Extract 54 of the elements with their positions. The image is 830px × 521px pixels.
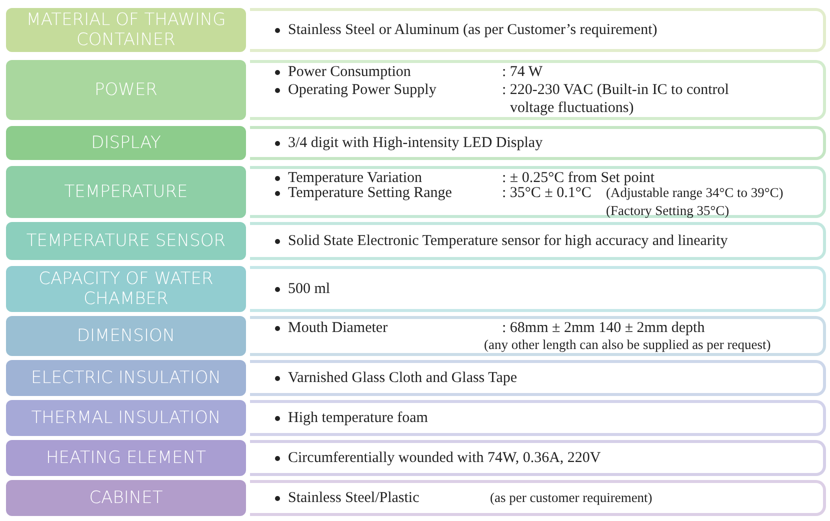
spec-text: 3/4 digit with High-intensity LED Display xyxy=(288,134,543,152)
spec-text: : ± 0.25°C from Set point xyxy=(502,169,655,187)
spec-text: Stainless Steel/Plastic xyxy=(288,489,420,507)
spec-text: Operating Power Supply xyxy=(288,81,436,99)
spec-text: (as per customer requirement) xyxy=(490,489,652,507)
row-header-text: HEATING ELEMENT xyxy=(46,448,206,468)
row-header-text: TEMPERATURE SENSOR xyxy=(26,231,226,251)
spec-text: : 68mm ± 2mm 140 ± 2mm depth xyxy=(502,319,705,337)
value-panel xyxy=(250,266,826,312)
value-panel xyxy=(250,480,826,516)
spec-text: High temperature foam xyxy=(288,409,428,427)
spec-text: (any other length can also be supplied as per request) xyxy=(484,336,771,354)
value-panel xyxy=(250,360,826,396)
row-header-band xyxy=(6,360,246,396)
spec-text: Mouth Diameter xyxy=(288,319,388,337)
spec-text: Circumferentially wounded with 74W, 0.36A, 220V xyxy=(288,449,601,467)
spec-text: : 74 W xyxy=(502,63,543,81)
row-header-text: CAPACITY OF WATER CHAMBER xyxy=(38,269,214,309)
row-header-text: DIMENSION xyxy=(76,326,176,346)
row-header-band xyxy=(6,8,246,52)
row-header-band xyxy=(6,480,246,516)
row-header-band xyxy=(6,166,246,218)
row-header-text: MATERIAL OF THAWING CONTAINER xyxy=(26,10,226,50)
spec-text: : 35°C ± 0.1°C xyxy=(502,184,592,202)
value-panel xyxy=(250,60,826,120)
row-header-band xyxy=(6,126,246,160)
spec-text: Power Consumption xyxy=(288,63,411,81)
row-header-band xyxy=(6,60,246,120)
spec-text: Temperature Variation xyxy=(288,169,422,187)
row-header-band xyxy=(6,440,246,476)
row-header-band xyxy=(6,400,246,436)
value-panel xyxy=(250,316,826,356)
spec-text: Stainless Steel or Aluminum (as per Customer’s requirement) xyxy=(288,21,658,39)
spec-text: : 220-230 VAC (Built-in IC to control voltage fluctuations) xyxy=(502,81,730,117)
spec-text: 500 ml xyxy=(288,280,330,298)
row-header-band xyxy=(6,222,246,260)
value-panel xyxy=(250,222,826,260)
row-header-text: TEMPERATURE xyxy=(64,182,188,202)
row-header-text: CABINET xyxy=(89,488,163,508)
value-panel xyxy=(250,400,826,436)
row-header-band xyxy=(6,316,246,356)
spec-text: Solid State Electronic Temperature sensor for high accuracy and linearity xyxy=(288,232,728,250)
spec-text: Varnished Glass Cloth and Glass Tape xyxy=(288,369,518,387)
row-header-band xyxy=(6,266,246,312)
row-header-text: ELECTRIC INSULATION xyxy=(31,368,221,388)
value-panel xyxy=(250,126,826,160)
spec-text: Temperature Setting Range xyxy=(288,185,452,202)
value-panel xyxy=(250,166,826,218)
value-panel xyxy=(250,8,826,52)
row-header-text: DISPLAY xyxy=(91,133,161,153)
row-header-text: POWER xyxy=(94,80,158,100)
spec-text: (Adjustable range 34°C to 39°C) (Factory Setting 35°C) xyxy=(606,185,784,220)
row-header-text: THERMAL INSULATION xyxy=(31,408,221,428)
value-panel xyxy=(250,440,826,476)
